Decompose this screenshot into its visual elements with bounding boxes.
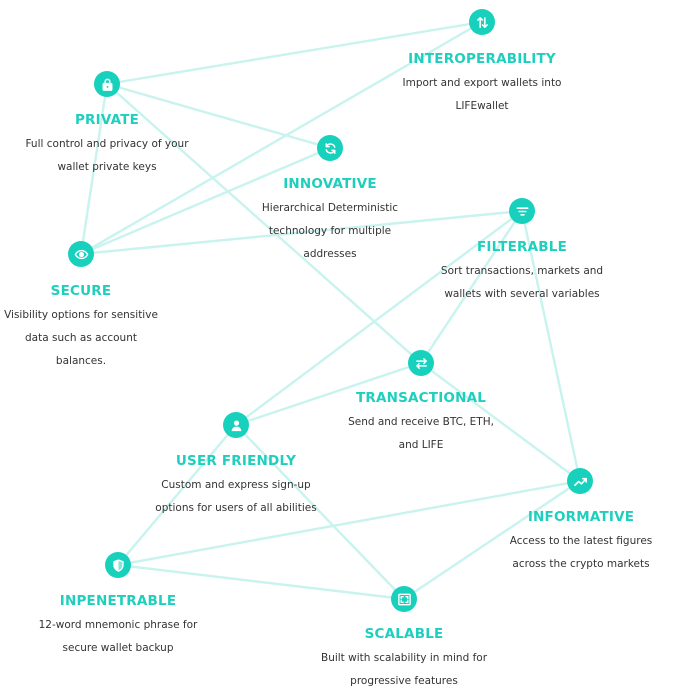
connection-line	[80, 146, 331, 256]
feature-desc-inpenetrable: 12-word mnemonic phrase for secure walle…	[38, 619, 198, 654]
feature-title-filterable: FILTERABLE	[476, 239, 568, 255]
lock-icon	[94, 71, 120, 97]
connection-line	[235, 210, 523, 426]
feature-title-user-friendly: USER FRIENDLY	[175, 453, 297, 469]
connection-line	[117, 479, 581, 567]
feature-title-secure: SECURE	[50, 283, 112, 299]
connection-line	[235, 361, 422, 427]
feature-desc-transactional: Send and receive BTC, ETH, and LIFE	[348, 416, 494, 451]
connection-line	[117, 424, 237, 566]
eye-icon	[68, 241, 94, 267]
connection-line	[403, 480, 581, 600]
swap-horizontal-icon	[408, 350, 434, 376]
connection-line	[117, 563, 405, 601]
shield-icon	[105, 552, 131, 578]
feature-title-informative: INFORMATIVE	[527, 509, 635, 525]
feature-title-private: PRIVATE	[74, 112, 140, 128]
feature-desc-private: Full control and privacy of your wallet …	[25, 138, 189, 173]
connection-line	[79, 83, 109, 255]
filter-icon	[509, 198, 535, 224]
connection-line	[420, 362, 581, 482]
feature-desc-user-friendly: Custom and express sign-up options for u…	[155, 479, 317, 514]
connection-line	[420, 210, 523, 364]
feature-title-innovative: INNOVATIVE	[283, 176, 377, 192]
connection-line	[80, 209, 523, 256]
trending-up-icon	[567, 468, 593, 494]
feature-desc-interoperability: Import and export wallets into LIFEwalle…	[402, 77, 562, 112]
feature-desc-scalable: Built with scalability in mind for progr…	[320, 652, 488, 687]
connection-line	[106, 82, 331, 150]
refresh-icon	[317, 135, 343, 161]
connection-line	[106, 83, 422, 364]
feature-desc-innovative: Hierarchical Deterministic technology fo…	[261, 202, 399, 260]
feature-desc-informative: Access to the latest figures across the …	[509, 535, 653, 570]
feature-title-scalable: SCALABLE	[364, 626, 444, 642]
feature-title-transactional: TRANSACTIONAL	[355, 390, 487, 406]
connection-line	[235, 424, 405, 600]
connection-line	[106, 20, 483, 86]
feature-desc-secure: Visibility options for sensitive data su…	[4, 309, 158, 367]
feature-title-interoperability: INTEROPERABILITY	[408, 51, 556, 67]
connection-line	[520, 210, 582, 482]
user-icon	[223, 412, 249, 438]
feature-desc-filterable: Sort transactions, markets and wallets w…	[440, 265, 604, 300]
swap-vertical-icon	[469, 9, 495, 35]
expand-icon	[391, 586, 417, 612]
feature-title-inpenetrable: INPENETRABLE	[59, 593, 177, 609]
connection-line	[80, 20, 483, 256]
